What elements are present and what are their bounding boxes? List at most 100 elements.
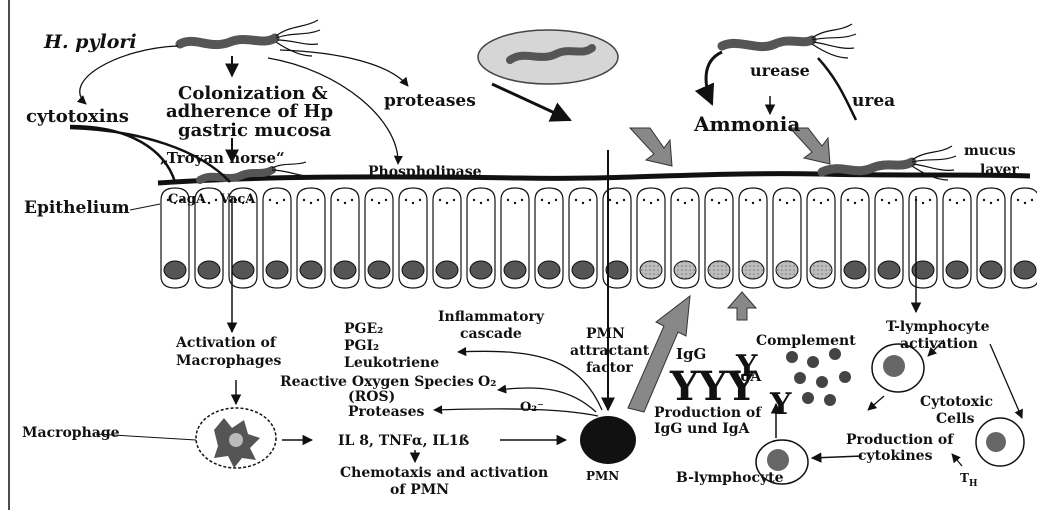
cell-granule	[385, 199, 387, 201]
cell-granule	[487, 199, 489, 201]
cell-granule	[684, 202, 686, 204]
label-caga: CagA	[168, 192, 207, 207]
arrow-pmn-proteases	[434, 409, 598, 416]
cell-granule	[589, 199, 591, 201]
cell-granule	[303, 199, 305, 201]
label-activation-2: Macrophages	[176, 353, 282, 369]
label-o2-minus: O₂⁻	[520, 400, 544, 415]
label-production-cytokines-1: Production of	[846, 432, 954, 448]
arrow-pmn-ros	[498, 388, 596, 412]
cell-nucleus	[198, 261, 220, 279]
cell-granule	[759, 199, 761, 201]
cell-granule	[453, 199, 455, 201]
cell-granule	[446, 202, 448, 204]
cell-granule	[208, 202, 210, 204]
cell-granule	[555, 199, 557, 201]
cell-granule	[711, 199, 713, 201]
label-pge2: PGE₂	[344, 321, 383, 337]
label-production-ig-1: Production of	[654, 405, 762, 421]
label-il8: IL 8, TNFα, IL1ß	[338, 433, 470, 449]
label-production-cytokines-2: cytokines	[858, 448, 933, 464]
cell-granule	[310, 202, 312, 204]
label-ammonia: Ammonia	[693, 112, 800, 136]
cell-nucleus	[776, 261, 798, 279]
label-ros-1: Reactive Oxygen Species	[280, 374, 474, 390]
cell-granule	[854, 202, 856, 204]
label-igg: IgG	[676, 345, 706, 363]
arrow-hp-ammonia	[706, 52, 722, 104]
cell-nucleus	[334, 261, 356, 279]
cell-granule	[473, 199, 475, 201]
label-macrophage: Macrophage	[22, 425, 120, 441]
arrow-th-cytokines	[952, 454, 962, 466]
label-chemotaxis-1: Chemotaxis and activation	[340, 465, 548, 481]
cell-granule	[779, 199, 781, 201]
arrow-urea-line	[818, 58, 856, 120]
svg-text:Y: Y	[769, 387, 792, 422]
cell-granule	[412, 202, 414, 204]
cell-granule	[643, 199, 645, 201]
cell-granule	[582, 202, 584, 204]
label-inflammatory-1: Inflammatory	[438, 309, 545, 325]
cytotoxic-cell	[976, 418, 1024, 466]
cell-granule	[1031, 199, 1033, 201]
cell-nucleus	[470, 261, 492, 279]
cell-granule	[351, 199, 353, 201]
cell-granule	[922, 202, 924, 204]
label-colonization-3: gastric mucosa	[178, 120, 331, 141]
cell-nucleus	[878, 261, 900, 279]
label-phospholipase: Phospholipase	[368, 164, 482, 180]
cell-granule	[847, 199, 849, 201]
label-pgi2: PGI₂	[344, 338, 379, 354]
arrow-cytokines-b	[812, 456, 862, 458]
label-urea: urea	[852, 91, 895, 111]
label-urease: urease	[750, 61, 810, 80]
label-chemotaxis-2: of PMN	[390, 482, 449, 498]
cell-nucleus	[266, 261, 288, 279]
cell-granule	[752, 202, 754, 204]
cell-granule	[514, 202, 516, 204]
cell-granule	[725, 199, 727, 201]
cell-granule	[405, 199, 407, 201]
cell-nucleus	[572, 261, 594, 279]
label-cytotoxic-2: Cells	[936, 411, 975, 427]
cell-granule	[283, 199, 285, 201]
cell-granule	[371, 199, 373, 201]
cell-granule	[813, 199, 815, 201]
cell-granule	[276, 202, 278, 204]
cell-granule	[507, 199, 509, 201]
cell-nucleus	[674, 261, 696, 279]
label-complement: Complement	[756, 333, 856, 349]
cell-granule	[895, 199, 897, 201]
grey-arrow-immunoglobulin-epithelium	[728, 292, 756, 320]
label-b-lymphocyte: B-lymphocyte	[676, 470, 784, 486]
cell-nucleus	[538, 261, 560, 279]
arrow-t-cytokines	[868, 396, 884, 410]
line-epithelium-label	[130, 204, 160, 210]
cell-granule	[1024, 202, 1026, 204]
label-pmn: PMN	[586, 469, 619, 483]
cell-granule	[820, 202, 822, 204]
cell-granule	[521, 199, 523, 201]
cell-granule	[419, 199, 421, 201]
label-t-lymphocyte-1: T-lymphocyte	[886, 319, 990, 335]
complement-dots	[786, 348, 851, 406]
epithelium-cells	[161, 188, 1037, 288]
cell-nucleus	[946, 261, 968, 279]
cell-granule	[691, 199, 693, 201]
cell-granule	[548, 202, 550, 204]
cell-granule	[575, 199, 577, 201]
cell-granule	[541, 199, 543, 201]
cell-granule	[616, 202, 618, 204]
cell-granule	[956, 202, 958, 204]
cell-granule	[990, 202, 992, 204]
cell-granule	[718, 202, 720, 204]
cell-nucleus	[368, 261, 390, 279]
cell-granule	[609, 199, 611, 201]
label-cytotoxic-1: Cytotoxic	[920, 394, 993, 410]
cell-nucleus	[742, 261, 764, 279]
cell-granule	[861, 199, 863, 201]
cell-granule	[439, 199, 441, 201]
